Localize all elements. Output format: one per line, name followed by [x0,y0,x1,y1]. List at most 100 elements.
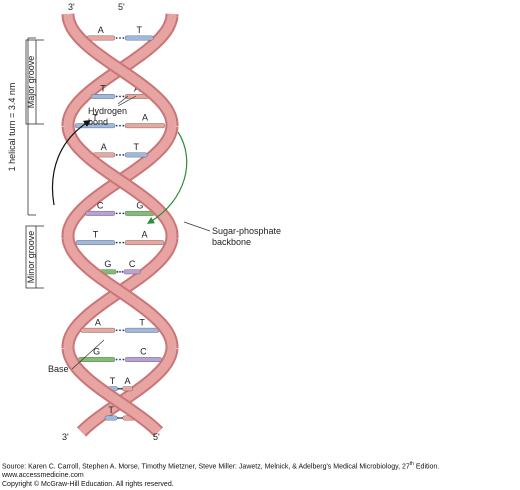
backbone-label-line2: backbone [212,237,251,247]
major-groove-scale: Major groove [25,39,44,125]
hydrogen-bond-dot [115,358,118,361]
hydrogen-bond-dot [115,329,118,332]
hydrogen-bond-dot [119,270,121,273]
hydrogen-bond-dot [119,329,121,332]
hydrogen-bond-dot [115,154,118,156]
hydrogen-bond-dot [122,37,125,39]
hydrogen-bond-dot [119,154,121,156]
backbone-callout: Sugar-phosphate backbone [183,221,281,247]
base-left-letter: T [92,113,98,123]
hydrogen-bond-callout: Hydrogen bond [88,95,137,127]
base-left-bar [104,415,118,421]
hydrogen-bond-dot [119,124,121,127]
hydrogen-bond-dot [117,387,120,390]
base-left-bar [90,94,116,99]
backbone-label-line1: Sugar-phosphate [212,226,281,236]
base-right-bar [124,240,165,246]
source-footer: Source: Karen C. Carroll, Stephen A. Mor… [2,460,518,489]
hydrogen-bond-dot [115,37,118,39]
base-left-letter: T [93,230,99,240]
copyright-notice: Copyright © McGraw-Hill Education. All r… [2,481,174,489]
base-right-letter: T [136,25,142,35]
hydrogen-bond-dot [122,212,125,215]
base-right-letter: C [140,347,147,357]
base-right-bar [124,123,166,129]
hydrogen-bond-dot [119,212,121,215]
hydrogen-bond-dot [119,241,121,244]
strand-a-segment-highlight [63,13,177,126]
base-right-letter: A [124,376,130,386]
base-right-letter: C [129,259,136,269]
hydrogen-bond-dot [122,124,125,127]
base-left-letter: G [93,347,100,357]
base-label: Base [48,364,69,374]
hydrogen-bond-dot [122,154,125,156]
top-right-end-label: 5' [118,2,125,12]
hydrogen-bond-dot [122,358,125,361]
base-left-bar [75,240,116,246]
base-left-bar [85,210,116,216]
base-left-letter: A [101,142,107,152]
hydrogen-bond-dot [121,270,124,273]
base-right-bar [124,35,154,41]
base-left-bar [80,327,116,333]
base-right-bar [124,152,148,158]
base-left-letter: A [95,317,101,327]
hydrogen-bond-dot [119,358,121,361]
hydrogen-bond-dot [119,387,121,390]
base-left-letter: T [108,405,114,415]
base-right-letter: T [133,142,139,152]
strand-b-segment-highlight [63,125,177,239]
hydrogen-bond-dot [122,329,125,332]
hydrogen-bond-dot [119,417,121,419]
hydrogen-bond-dot [120,417,123,419]
base-right-letter: G [136,200,143,210]
base-callout: Base [48,339,105,374]
base-right-bar [123,269,141,275]
hydrogen-bond-dot [115,95,118,98]
hydrogen-bond-dot [122,95,125,98]
strand-b-segment-highlight [63,347,162,436]
base-left-letter: G [104,259,111,269]
minor-groove-label: Minor groove [26,231,36,284]
sugar-phosphate-backbone-front [61,13,179,437]
strand-a-segment-highlight [78,347,177,436]
bottom-left-end-label: 3' [62,432,69,442]
helical-turn-label: 1 helical turn = 3.4 nm [7,83,17,172]
base-left-letter: C [97,200,104,210]
hydrogen-bond-dot [122,241,125,244]
source-website: www.accessmedicine.com [2,472,84,480]
hydrogen-bond-dot [120,387,123,390]
helical-turn-scale: 1 helical turn = 3.4 nm [7,37,36,216]
helix-direction-arrow-green [146,131,188,224]
hydrogen-bond-dot [115,124,118,127]
helix-direction-arrow-black [51,120,92,206]
hydrogen-bond-dot [115,212,118,215]
hydrogen-bond-dot [116,270,119,273]
base-left-letter: T [110,376,116,386]
base-right-letter: A [142,230,148,240]
bottom-right-end-label: 5' [153,432,160,442]
base-right-letter: T [139,317,145,327]
base-right-letter: A [142,113,148,123]
hydrogen-bond-label-line2: bond [88,117,108,127]
base-right-bar [122,386,133,392]
hydrogen-bond-dot [115,241,118,244]
base-left-letter: T [100,83,106,93]
hydrogen-bond-dot [119,95,121,98]
hydrogen-bond-dot [119,37,121,39]
source-citation: Source: Karen C. Carroll, Stephen A. Mor… [2,461,440,471]
top-left-end-label: 3' [68,2,75,12]
strand-a-segment-highlight [63,237,177,348]
base-left-letter: A [98,25,104,35]
hydrogen-bond-dot [117,417,120,419]
base-right-bar [124,327,160,333]
minor-groove-scale: Minor groove [25,225,44,289]
